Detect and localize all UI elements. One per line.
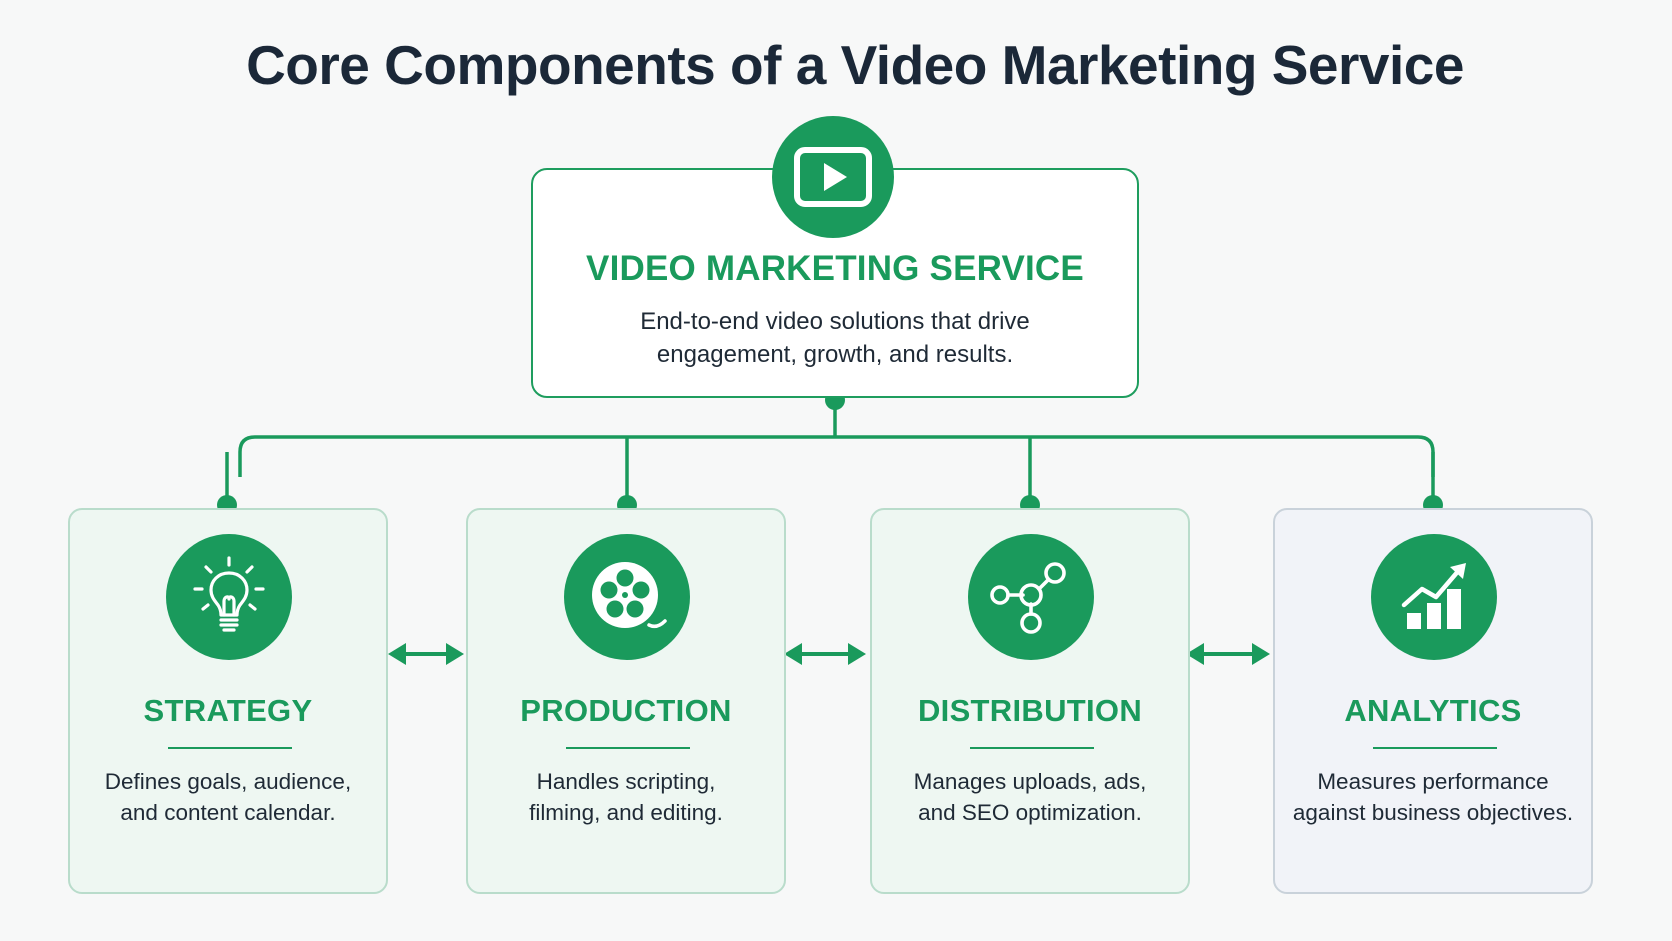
card-divider bbox=[168, 747, 292, 749]
card-desc-line-1: Manages uploads, ads, bbox=[913, 769, 1147, 794]
double-arrow-production-distribution bbox=[784, 643, 866, 665]
double-arrow-distribution-analytics bbox=[1186, 643, 1270, 665]
card-desc-line-2: and content calendar. bbox=[120, 800, 336, 825]
component-card-analytics: ANALYTICS Measures performance against b… bbox=[1273, 508, 1593, 894]
card-title-analytics: ANALYTICS bbox=[1344, 693, 1522, 728]
page-title: Core Components of a Video Marketing Ser… bbox=[246, 34, 1464, 96]
card-divider bbox=[566, 747, 690, 749]
main-desc-line-2: engagement, growth, and results. bbox=[656, 341, 1014, 368]
main-service-title: VIDEO MARKETING SERVICE bbox=[586, 249, 1084, 288]
card-desc-line-2: against business objectives. bbox=[1292, 800, 1574, 825]
play-video-icon bbox=[772, 116, 894, 238]
card-desc-line-1: Defines goals, audience, bbox=[104, 769, 352, 794]
main-service-description: End-to-end video solutions that drive en… bbox=[593, 305, 1077, 371]
card-title-distribution: DISTRIBUTION bbox=[917, 693, 1143, 728]
card-desc-line-2: filming, and editing. bbox=[529, 800, 723, 825]
network-share-icon bbox=[968, 534, 1094, 660]
double-arrow-strategy-production bbox=[388, 643, 464, 665]
film-reel-icon bbox=[564, 534, 690, 660]
card-divider bbox=[1373, 747, 1497, 749]
card-title-production: PRODUCTION bbox=[520, 693, 732, 728]
lightbulb-icon bbox=[166, 534, 292, 660]
component-card-production: PRODUCTION Handles scripting, filming, a… bbox=[466, 508, 786, 894]
card-desc-line-1: Handles scripting, bbox=[536, 769, 716, 794]
card-desc-line-2: and SEO optimization. bbox=[918, 800, 1142, 825]
growth-chart-icon bbox=[1371, 534, 1497, 660]
component-card-strategy: STRATEGY Defines goals, audience, and co… bbox=[68, 508, 388, 894]
card-desc-line-1: Measures performance bbox=[1317, 769, 1549, 794]
component-card-distribution: DISTRIBUTION Manages uploads, ads, and S… bbox=[870, 508, 1190, 894]
card-description-analytics: Measures performance against business ob… bbox=[1289, 766, 1577, 828]
branch-bar-connector bbox=[238, 435, 1435, 477]
card-description-distribution: Manages uploads, ads, and SEO optimizati… bbox=[886, 766, 1174, 828]
card-title-strategy: STRATEGY bbox=[143, 693, 313, 728]
card-divider bbox=[970, 747, 1094, 749]
card-description-strategy: Defines goals, audience, and content cal… bbox=[84, 766, 372, 828]
main-desc-line-1: End-to-end video solutions that drive bbox=[640, 308, 1030, 335]
card-description-production: Handles scripting, filming, and editing. bbox=[482, 766, 770, 828]
